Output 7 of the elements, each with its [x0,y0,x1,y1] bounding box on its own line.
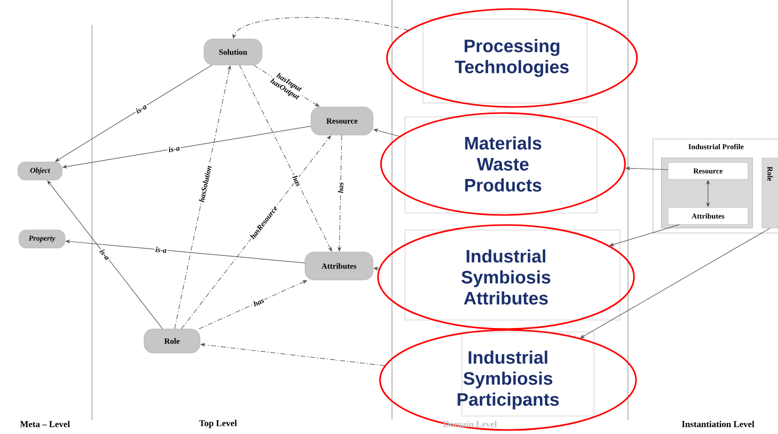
level-label: Meta – Level [20,420,70,428]
concept-node: Resource [310,106,374,136]
level-label: Top Level [199,420,237,428]
level-label: Instantiation Level [682,420,754,428]
concept-node: Solution [204,38,262,66]
concept-node: Role [144,328,200,354]
concept-node: Attributes [304,252,374,280]
